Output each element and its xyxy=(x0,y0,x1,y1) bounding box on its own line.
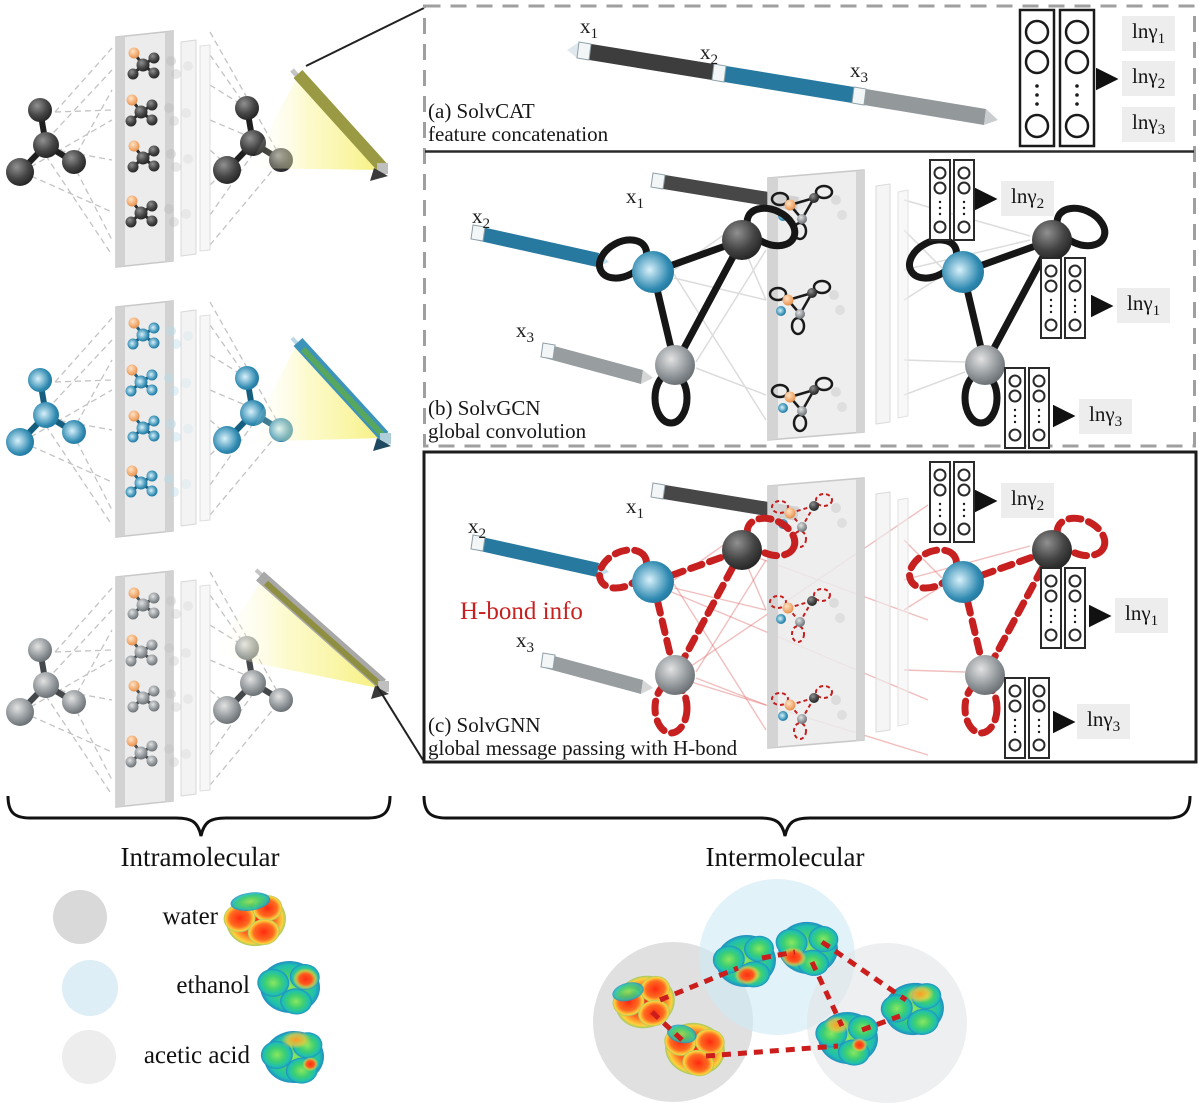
panel-a-name: (a) SolvCAT xyxy=(428,99,535,123)
intramolecular-row-acetic-acid xyxy=(6,568,389,808)
ethanol-molecule-blob-2 xyxy=(771,917,842,979)
panel-a-title: (a) SolvCAT feature concatenation xyxy=(428,100,608,146)
intramolecular-brace xyxy=(6,795,392,837)
output-lngamma3-c: lnγ3 xyxy=(1077,704,1131,740)
intermolecular-brace xyxy=(422,795,1192,837)
acetic-acid-swatch xyxy=(62,1030,116,1084)
readout-network-b1 xyxy=(1040,257,1086,339)
intramolecular-label: Intramolecular xyxy=(120,842,280,872)
panel-c-subtitle: global message passing with H-bond xyxy=(428,736,738,760)
pointer-line-bottom xyxy=(376,685,424,761)
acetic-acid-molecule-blob-2 xyxy=(877,979,948,1041)
intermolecular-label: Intermolecular xyxy=(705,842,865,872)
acetic-acid-molecule-blob-1 xyxy=(812,1009,881,1068)
panel-c-name: (c) SolvGNN xyxy=(428,713,541,737)
feature-x1-label-a: x1 xyxy=(580,14,599,43)
readout-network-c1 xyxy=(1040,567,1086,649)
panel-c-border xyxy=(422,450,1198,764)
feature-x2-label-c: x2 xyxy=(468,514,487,543)
legend-ethanol-label: ethanol xyxy=(176,972,250,999)
feature-x1-label-c: x1 xyxy=(626,494,645,523)
legend-water-label: water xyxy=(162,903,218,930)
feature-x2-label-a: x2 xyxy=(700,40,719,69)
panel-c-title: (c) SolvGNN global message passing with … xyxy=(428,714,737,760)
water-swatch xyxy=(53,890,107,944)
output-lngamma2-c: lnγ2 xyxy=(1001,483,1055,519)
hbond-dashed-links xyxy=(650,939,908,1059)
panel-b-graphics xyxy=(470,159,1111,449)
fingerprint-prism-3 xyxy=(212,568,389,699)
hbond-info-label: H-bond info xyxy=(460,598,583,625)
ethanol-esp-blob xyxy=(255,958,322,1017)
panel-b-subtitle: global convolution xyxy=(428,419,587,443)
readout-network-b2 xyxy=(929,159,975,241)
water-esp-blob xyxy=(220,890,290,951)
panel-b-title: (b) SolvGCN global convolution xyxy=(428,397,586,443)
panel-a-subtitle: feature concatenation xyxy=(428,122,609,146)
fingerprint-prism-1 xyxy=(248,68,388,181)
output-lngamma1-a: lnγ1 xyxy=(1122,16,1176,52)
legend-acetic-acid-label: acetic acid xyxy=(143,1042,250,1069)
readout-network-b3 xyxy=(1004,367,1050,449)
ethanol-swatch xyxy=(62,960,118,1016)
panel-ab-dashed-border xyxy=(423,4,1196,448)
readout-network-c3 xyxy=(1004,677,1050,759)
pointer-line-top xyxy=(305,7,425,67)
output-lngamma2-b: lnγ2 xyxy=(1001,181,1055,217)
feature-x2-label-b: x2 xyxy=(472,204,491,233)
water-molecule-blob-1 xyxy=(607,969,681,1035)
feature-x3-label-c: x3 xyxy=(516,628,535,657)
readout-network-c2 xyxy=(929,461,975,543)
feature-x3-label-b: x3 xyxy=(516,318,535,347)
feature-x1-label-b: x1 xyxy=(626,184,645,213)
panel-b-name: (b) SolvGCN xyxy=(428,396,541,420)
water-molecule-blob-2 xyxy=(658,1016,730,1081)
output-lngamma2-a: lnγ2 xyxy=(1122,61,1176,97)
intermolecular-cluster xyxy=(593,879,967,1103)
output-lngamma3-b: lnγ3 xyxy=(1079,399,1133,435)
panel-c-graphics xyxy=(470,461,1111,759)
output-lngamma1-b: lnγ1 xyxy=(1117,288,1171,324)
readout-network-a xyxy=(1018,8,1096,148)
feature-x3-label-a: x3 xyxy=(850,58,869,87)
acetic-acid-esp-blob xyxy=(259,1029,326,1086)
output-lngamma1-c: lnγ1 xyxy=(1115,598,1169,634)
output-lngamma3-a: lnγ3 xyxy=(1122,107,1176,143)
intramolecular-row-water xyxy=(6,30,388,268)
panel-a-graphics xyxy=(567,8,1119,148)
intramolecular-row-ethanol xyxy=(6,300,391,538)
fingerprint-prism-2 xyxy=(246,336,391,451)
ethanol-molecule-blob-1 xyxy=(710,932,779,991)
